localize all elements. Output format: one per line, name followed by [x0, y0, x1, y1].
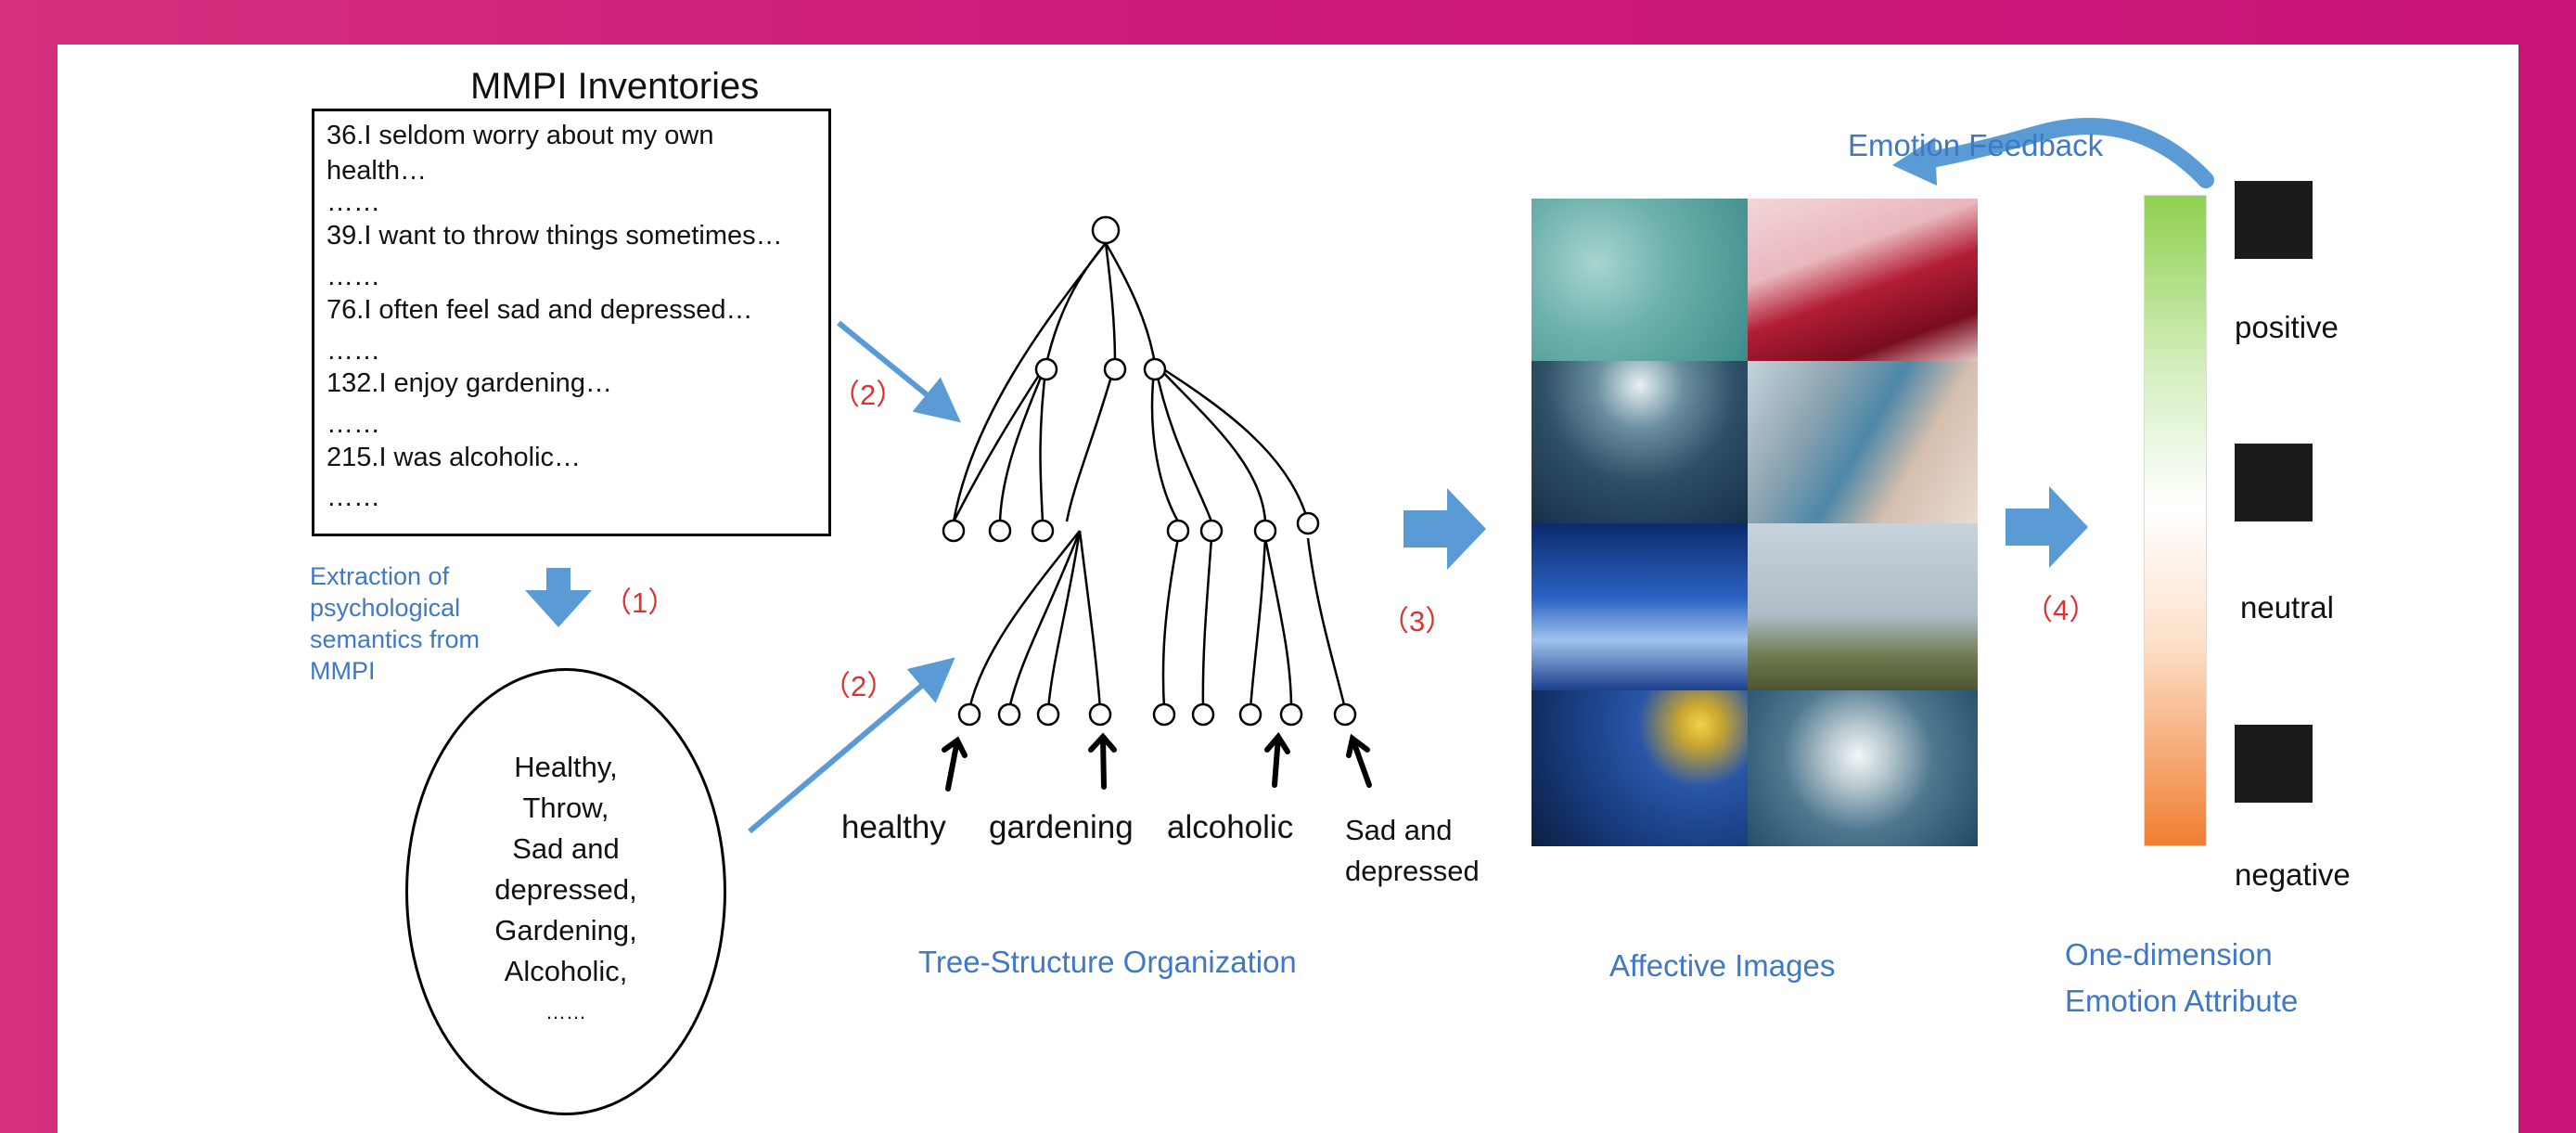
neutral-label: neutral	[2240, 590, 2334, 624]
negative-face-box	[2235, 725, 2313, 803]
tree-node	[1031, 519, 1055, 543]
leaf-label-sad-line2: depressed	[1345, 855, 1480, 887]
inventory-line: ……	[327, 483, 380, 512]
emotion-gradient-bar	[2144, 195, 2207, 846]
keyword-item: depressed,	[494, 873, 637, 906]
tree-node	[1199, 519, 1224, 543]
dumbbell-workout-image	[1748, 361, 1978, 523]
tree-node	[1143, 357, 1167, 381]
emotion-feedback-arrowhead	[1892, 137, 1937, 186]
tree-leaf-node	[1152, 702, 1176, 727]
tree-edges	[952, 242, 1347, 710]
tree-root-node	[1091, 215, 1121, 245]
underwater-swimmer-image	[1748, 690, 1978, 846]
starry-night-painting-image	[1532, 690, 1748, 846]
step-2-lower-label: （2）	[822, 670, 896, 702]
inventory-line: 76.I often feel sad and depressed…	[327, 295, 753, 325]
inventory-line: 36.I seldom worry about my own	[327, 121, 714, 150]
connector-arrow-inventory-to-tree	[837, 320, 961, 423]
right-arrow-step-3	[1403, 488, 1486, 570]
tree-leaf-node	[1238, 702, 1262, 727]
tree-leaf-node	[1279, 702, 1303, 727]
tree-node	[988, 519, 1012, 543]
inventory-title: MMPI Inventories	[470, 66, 760, 107]
neutral-face-box	[2235, 444, 2313, 521]
extraction-label: Extraction of psychological semantics fr…	[310, 562, 481, 685]
leaf-label-healthy: healthy	[841, 809, 946, 845]
inventory-line: health…	[327, 156, 428, 186]
emotion-caption-line1: One-dimension	[2065, 937, 2273, 972]
keywords-list: Healthy, Throw, Sad and depressed, Garde…	[405, 747, 726, 1033]
inventory-line: 39.I want to throw things sometimes…	[327, 221, 783, 251]
emotion-caption-line2: Emotion Attribute	[2065, 984, 2299, 1018]
emotion-feedback-arrow	[1903, 118, 2214, 188]
leaf-label-sad-line1: Sad and	[1345, 814, 1453, 846]
inventory-line: ……	[327, 336, 380, 366]
connector-arrow-keywords-to-tree	[748, 657, 955, 834]
positive-label: positive	[2235, 310, 2339, 344]
inventory-line: 132.I enjoy gardening…	[327, 368, 612, 398]
right-arrow-step-4	[2006, 486, 2088, 568]
inventory-line: ……	[327, 262, 380, 291]
tree-node	[1034, 357, 1058, 381]
surgery-room-image	[1532, 361, 1748, 523]
tree-nodes	[942, 215, 1357, 727]
step-1-label: （1）	[603, 586, 677, 619]
tree-node	[1253, 519, 1277, 543]
step-4-label: （4）	[2024, 594, 2098, 626]
leaf-label-alcoholic: alcoholic	[1167, 809, 1294, 845]
tree-node	[1166, 519, 1190, 543]
keyword-item: Sad and	[512, 832, 620, 865]
inventory-line: 215.I was alcoholic…	[327, 443, 582, 472]
step-2-upper-label: （2）	[831, 379, 905, 411]
red-wine-image	[1748, 199, 1978, 361]
tree-leaf-node	[997, 702, 1021, 727]
tree-leaf-node	[1036, 702, 1060, 727]
leaf-pointer-arrows	[942, 731, 1372, 792]
tree-node	[942, 519, 966, 543]
keyword-item: Throw,	[522, 792, 609, 824]
syringes-image	[1532, 523, 1748, 690]
tree-leaf-node	[1191, 702, 1215, 727]
leaf-label-gardening: gardening	[989, 809, 1134, 845]
inventory-line: ……	[327, 409, 380, 439]
tree-leaf-node	[1333, 702, 1357, 727]
woman-running-image	[1748, 523, 1978, 690]
emotion-feedback-label: Emotion Feedback	[1848, 128, 2104, 162]
keywords-ellipse	[405, 668, 726, 1115]
keyword-item: Healthy,	[514, 751, 618, 783]
keyword-item: Alcoholic,	[504, 955, 628, 987]
down-arrow-step-1	[525, 568, 592, 627]
inventory-box: 36.I seldom worry about my own health… ……	[312, 109, 831, 536]
tree-leaf-node	[957, 702, 981, 727]
positive-face-box	[2235, 181, 2313, 259]
tree-node	[1103, 357, 1127, 381]
images-caption: Affective Images	[1609, 948, 1836, 983]
tree-caption: Tree-Structure Organization	[918, 945, 1297, 979]
water-texture-image	[1532, 199, 1748, 361]
keyword-item: Gardening,	[494, 914, 637, 946]
keyword-item: ……	[545, 1000, 586, 1024]
negative-label: negative	[2235, 857, 2351, 892]
tree-node	[1296, 511, 1320, 535]
step-3-label: （3）	[1380, 605, 1455, 637]
inventory-line: ……	[327, 187, 380, 217]
tree-leaf-node	[1088, 702, 1112, 727]
